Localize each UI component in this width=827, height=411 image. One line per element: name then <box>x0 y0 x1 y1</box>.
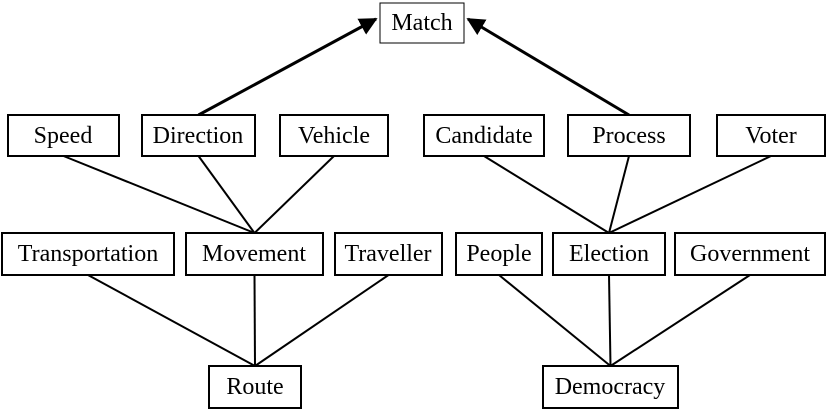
node-vehicle-label: Vehicle <box>298 123 370 149</box>
edge-process-to-election <box>608 155 630 234</box>
node-people: People <box>455 232 543 276</box>
node-people-label: People <box>466 241 531 267</box>
node-direction-label: Direction <box>153 123 244 149</box>
node-traveller: Traveller <box>334 232 443 276</box>
node-voter-label: Voter <box>745 123 797 149</box>
node-speed: Speed <box>7 114 120 157</box>
edge-speed-to-movement <box>63 155 255 234</box>
node-match: Match <box>379 2 465 44</box>
edge-candidate-to-election <box>483 155 610 234</box>
node-election-label: Election <box>569 241 649 267</box>
node-election: Election <box>552 232 666 276</box>
node-process-label: Process <box>592 123 665 149</box>
edge-direction-to-movement <box>197 155 256 234</box>
node-government: Government <box>674 232 826 276</box>
edge-movement-to-route <box>253 274 256 367</box>
node-democracy: Democracy <box>542 365 679 409</box>
node-vehicle: Vehicle <box>279 114 389 157</box>
edge-transportation-to-route <box>87 274 256 367</box>
edge-election-to-democracy <box>608 274 612 367</box>
node-direction: Direction <box>141 114 256 157</box>
node-voter: Voter <box>716 114 826 157</box>
node-movement: Movement <box>185 232 324 276</box>
node-process: Process <box>567 114 691 157</box>
node-speed-label: Speed <box>34 123 93 149</box>
node-government-label: Government <box>690 241 810 267</box>
edge-vehicle-to-movement <box>253 155 335 234</box>
node-traveller-label: Traveller <box>344 241 431 267</box>
node-route: Route <box>208 365 302 409</box>
node-candidate-label: Candidate <box>435 123 532 149</box>
edge-process-to-match <box>466 17 630 117</box>
node-transportation: Transportation <box>1 232 175 276</box>
node-candidate: Candidate <box>423 114 545 157</box>
edge-people-to-democracy <box>498 274 612 367</box>
node-democracy-label: Democracy <box>555 374 666 400</box>
edge-direction-to-match <box>197 17 378 117</box>
edge-traveller-to-route <box>254 274 390 367</box>
edge-government-to-democracy <box>609 274 751 367</box>
node-route-label: Route <box>226 374 283 400</box>
edges-layer <box>63 17 772 367</box>
node-transportation-label: Transportation <box>18 241 158 267</box>
node-movement-label: Movement <box>202 241 306 267</box>
node-match-label: Match <box>391 10 452 36</box>
edge-voter-to-election <box>608 155 772 234</box>
